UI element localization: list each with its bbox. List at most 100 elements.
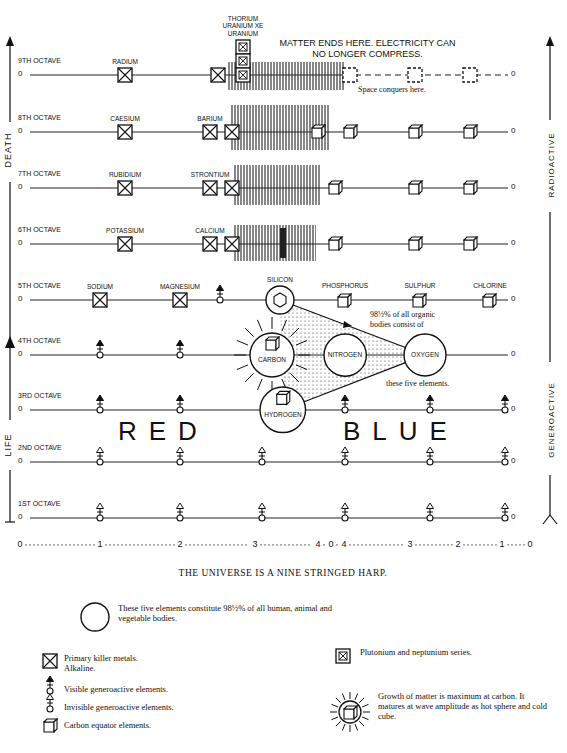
string-zero: 0 xyxy=(511,295,515,304)
generoactive-bar xyxy=(259,512,265,513)
string-zero: 0 xyxy=(511,457,515,466)
killer-metal-box xyxy=(43,654,57,668)
killer-metal-box xyxy=(225,125,239,139)
generoactive-ring xyxy=(177,459,183,465)
element-box xyxy=(117,236,133,252)
sun-ray xyxy=(257,379,262,390)
dashed-box xyxy=(408,68,422,82)
drawing-part xyxy=(549,40,550,120)
circle-outline xyxy=(260,387,306,433)
octave-name: 2ND OCTAVE xyxy=(18,444,62,452)
string-zero: 0 xyxy=(511,127,515,136)
side-word: LIFE xyxy=(4,433,14,456)
box-cross xyxy=(203,125,217,139)
legend-text: These five elements constitute 98½% of a… xyxy=(118,604,358,624)
drawing-part xyxy=(230,105,330,150)
drawing-part xyxy=(30,131,508,132)
box-cross xyxy=(118,68,132,82)
generoactive-ring xyxy=(342,407,348,413)
octave-strings xyxy=(30,75,508,518)
legend-text: Growth of matter is maximum at carbon. I… xyxy=(378,692,553,721)
element-circle xyxy=(259,386,307,434)
generoactive-ring xyxy=(177,352,183,358)
drawing-part xyxy=(30,243,508,244)
sun-ray xyxy=(359,721,364,726)
element-box xyxy=(172,292,188,308)
cube-face xyxy=(266,340,276,350)
generoactive-ring xyxy=(259,515,265,521)
radioactive-hatching xyxy=(228,62,345,261)
legend-text: Carbon equator elements. xyxy=(64,721,151,731)
killer-metal-box xyxy=(118,237,132,251)
killer-metal-box xyxy=(203,125,217,139)
drawing-part xyxy=(280,228,286,258)
visible-generoactive xyxy=(177,395,184,401)
element-circle-node: OXYGEN xyxy=(403,333,447,377)
invisible-generoactive xyxy=(427,447,434,453)
legend-text: Primary killer metals. Alkaline. xyxy=(64,654,164,674)
element-node: SULPHUR xyxy=(402,282,437,309)
scale-number: 3 xyxy=(407,540,412,550)
generoactive-ring xyxy=(427,459,433,465)
string-zero: 0 xyxy=(511,513,515,522)
invisible-generoactive xyxy=(502,447,509,453)
drawing-part xyxy=(5,521,15,522)
element-node: RADIUM xyxy=(110,58,140,83)
element-name: CAESIUM xyxy=(108,115,142,123)
element-heading: POTASSIUM xyxy=(104,227,146,235)
cube-side xyxy=(276,337,279,350)
cube-side xyxy=(419,181,422,194)
circle-outline xyxy=(266,286,294,314)
generoactive-bar xyxy=(342,456,348,457)
element-name: RUBIDIUM xyxy=(107,171,143,179)
hexagon xyxy=(274,293,286,307)
sun-ray xyxy=(296,365,307,370)
colour-word: BLUE xyxy=(343,417,459,446)
element-name: POTASSIUM xyxy=(104,227,146,235)
element-heading: STRONTIUM xyxy=(189,171,232,179)
generoactive-ring xyxy=(427,515,433,521)
element-box xyxy=(481,291,499,309)
cube-face xyxy=(464,240,474,250)
element-node: SILICON xyxy=(264,276,296,315)
sun-ray xyxy=(296,340,307,345)
string-zero: 0 xyxy=(18,457,22,466)
element-name: SULPHUR xyxy=(402,282,437,290)
box-cross xyxy=(43,654,57,668)
string-zero: 0 xyxy=(18,513,22,522)
space-note: Space conquers here. xyxy=(358,86,426,95)
box-cross xyxy=(225,125,239,139)
legend-element-circle xyxy=(81,603,109,631)
cube-side xyxy=(322,125,325,138)
cube-face xyxy=(338,297,348,307)
visible-generoactive xyxy=(342,395,349,401)
cube-face xyxy=(409,128,419,138)
element-heading: SODIUM xyxy=(85,283,115,291)
element-box xyxy=(235,39,251,83)
generoactive-ring xyxy=(97,407,103,413)
element-box xyxy=(202,236,218,252)
element-box xyxy=(411,291,429,309)
string-zero: 0 xyxy=(511,183,515,192)
legend-text: Invisible generoactive elements. xyxy=(64,703,174,713)
cube-side xyxy=(423,294,426,307)
element-node: RUBIDIUM xyxy=(107,171,143,196)
killer-metal-box xyxy=(336,649,350,663)
killer-metal-box xyxy=(236,40,250,54)
killer-metal-box xyxy=(118,125,132,139)
visible-generoactive xyxy=(97,340,104,346)
scale-dots xyxy=(106,544,175,545)
sun-ray xyxy=(359,698,364,703)
element-name: RADIUM xyxy=(110,58,140,66)
octave-name: 1ST OCTAVE xyxy=(18,500,60,508)
generoactive-ring xyxy=(427,407,433,413)
sun-ray xyxy=(237,365,248,370)
element-name: BARIUM xyxy=(195,115,224,123)
scale-number: 4 xyxy=(315,540,320,550)
colour-word: RED xyxy=(118,417,209,446)
drawing-part xyxy=(550,515,557,524)
scale-number: 2 xyxy=(455,540,460,550)
sun-ray xyxy=(336,698,341,703)
cube-side xyxy=(54,719,57,732)
